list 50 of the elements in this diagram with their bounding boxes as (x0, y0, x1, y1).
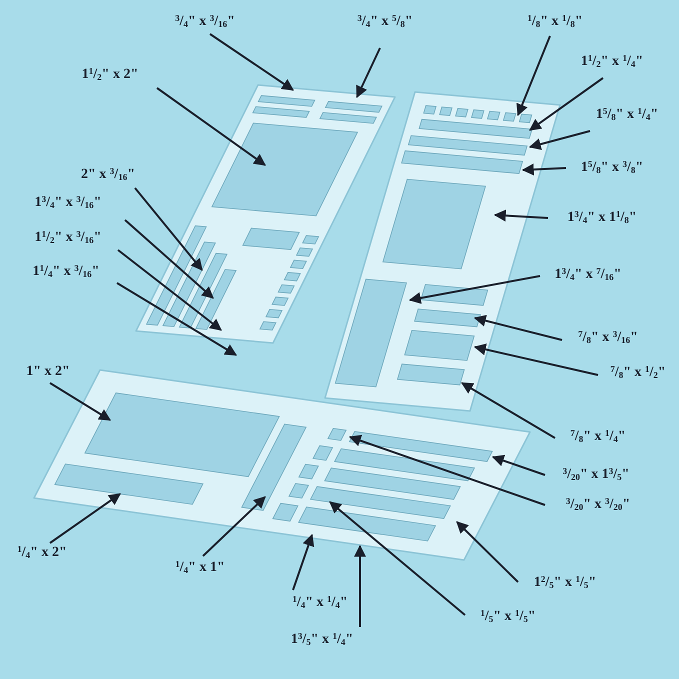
leader-arrow (474, 344, 598, 376)
dimension-label: $^{1}$/$_{8}$" x $^{1}$/$_{8}$" (527, 15, 583, 29)
leader-arrow (134, 187, 203, 271)
leader-arrow (49, 493, 121, 544)
dimension-label: 1$^{1}$/$_{2}$" x $^{3}$/$_{16}$" (34, 231, 102, 245)
leader-arrow (202, 496, 266, 557)
leader-arrow (356, 48, 381, 98)
dimension-label: 1$^{5}$/$_{8}$" x $^{3}$/$_{8}$" (580, 161, 644, 175)
leader-arrow (494, 210, 548, 222)
dimension-label: 1$^{2}$/$_{5}$" x $^{1}$/$_{5}$" (534, 576, 596, 590)
leader-arrow (456, 521, 519, 583)
leader-arrow (209, 33, 294, 91)
dimension-label: 1$^{3}$/$_{4}$" x $^{3}$/$_{16}$" (34, 196, 102, 210)
dimension-label: 1$^{1}$/$_{4}$" x $^{3}$/$_{16}$" (32, 265, 100, 279)
dimension-label: 1$^{3}$/$_{4}$" x 1$^{1}$/$_{8}$" (567, 211, 637, 225)
dimension-label: $^{1}$/$_{5}$" x $^{1}$/$_{5}$" (480, 610, 536, 624)
dimension-label: 2" x $^{3}$/$_{16}$" (81, 168, 135, 182)
dimension-label: $^{7}$/$_{8}$" x $^{1}$/$_{2}$" (610, 366, 666, 380)
dimension-label: 1$^{5}$/$_{8}$" x $^{1}$/$_{4}$" (596, 108, 658, 122)
dimension-label: $^{3}$/$_{20}$" x $^{3}$/$_{20}$" (566, 498, 630, 512)
dimension-label: $^{3}$/$_{4}$" x $^{3}$/$_{16}$" (175, 15, 235, 29)
leader-arrow (529, 77, 604, 131)
dimension-label: $^{7}$/$_{8}$" x $^{3}$/$_{16}$" (578, 331, 638, 345)
leader-arrow (516, 36, 551, 116)
leader-arrow (460, 382, 556, 439)
leader-arrow (117, 249, 222, 331)
leader-arrow (292, 534, 314, 590)
leader-arrow (329, 501, 466, 616)
leader-arrow (528, 130, 590, 150)
dimension-label: $^{3}$/$_{4}$" x $^{5}$/$_{8}$" (357, 15, 413, 29)
dimension-label: $^{1}$/$_{4}$" x $^{1}$/$_{4}$" (292, 596, 348, 610)
leader-arrow (474, 314, 562, 341)
dimension-label: 1" x 2" (26, 365, 70, 379)
dimension-label: $^{3}$/$_{20}$" x 1$^{3}$/$_{5}$" (562, 468, 630, 482)
dimension-label: 1$^{1}$/$_{2}$" x 2" (82, 68, 138, 82)
leader-arrow (408, 275, 540, 304)
leader-arrow (354, 544, 366, 627)
leader-arrow (492, 454, 546, 476)
dimension-label: $^{1}$/$_{4}$" x 1" (175, 561, 225, 575)
leader-arrow (116, 282, 238, 356)
dimension-label: $^{7}$/$_{8}$" x $^{1}$/$_{4}$" (570, 430, 626, 444)
leader-arrow (124, 219, 214, 299)
leader-arrow (348, 434, 546, 506)
dimension-label: 1$^{3}$/$_{4}$" x $^{7}$/$_{16}$" (554, 268, 622, 282)
leader-arrow (49, 382, 112, 421)
leader-arrow (522, 164, 566, 176)
leader-arrow (156, 87, 266, 166)
dimension-label: 1$^{1}$/$_{2}$" x $^{1}$/$_{4}$" (580, 55, 644, 69)
dimension-label: 1$^{3}$/$_{5}$" x $^{1}$/$_{4}$" (290, 633, 354, 647)
dimension-label: $^{1}$/$_{4}$" x 2" (17, 546, 67, 560)
